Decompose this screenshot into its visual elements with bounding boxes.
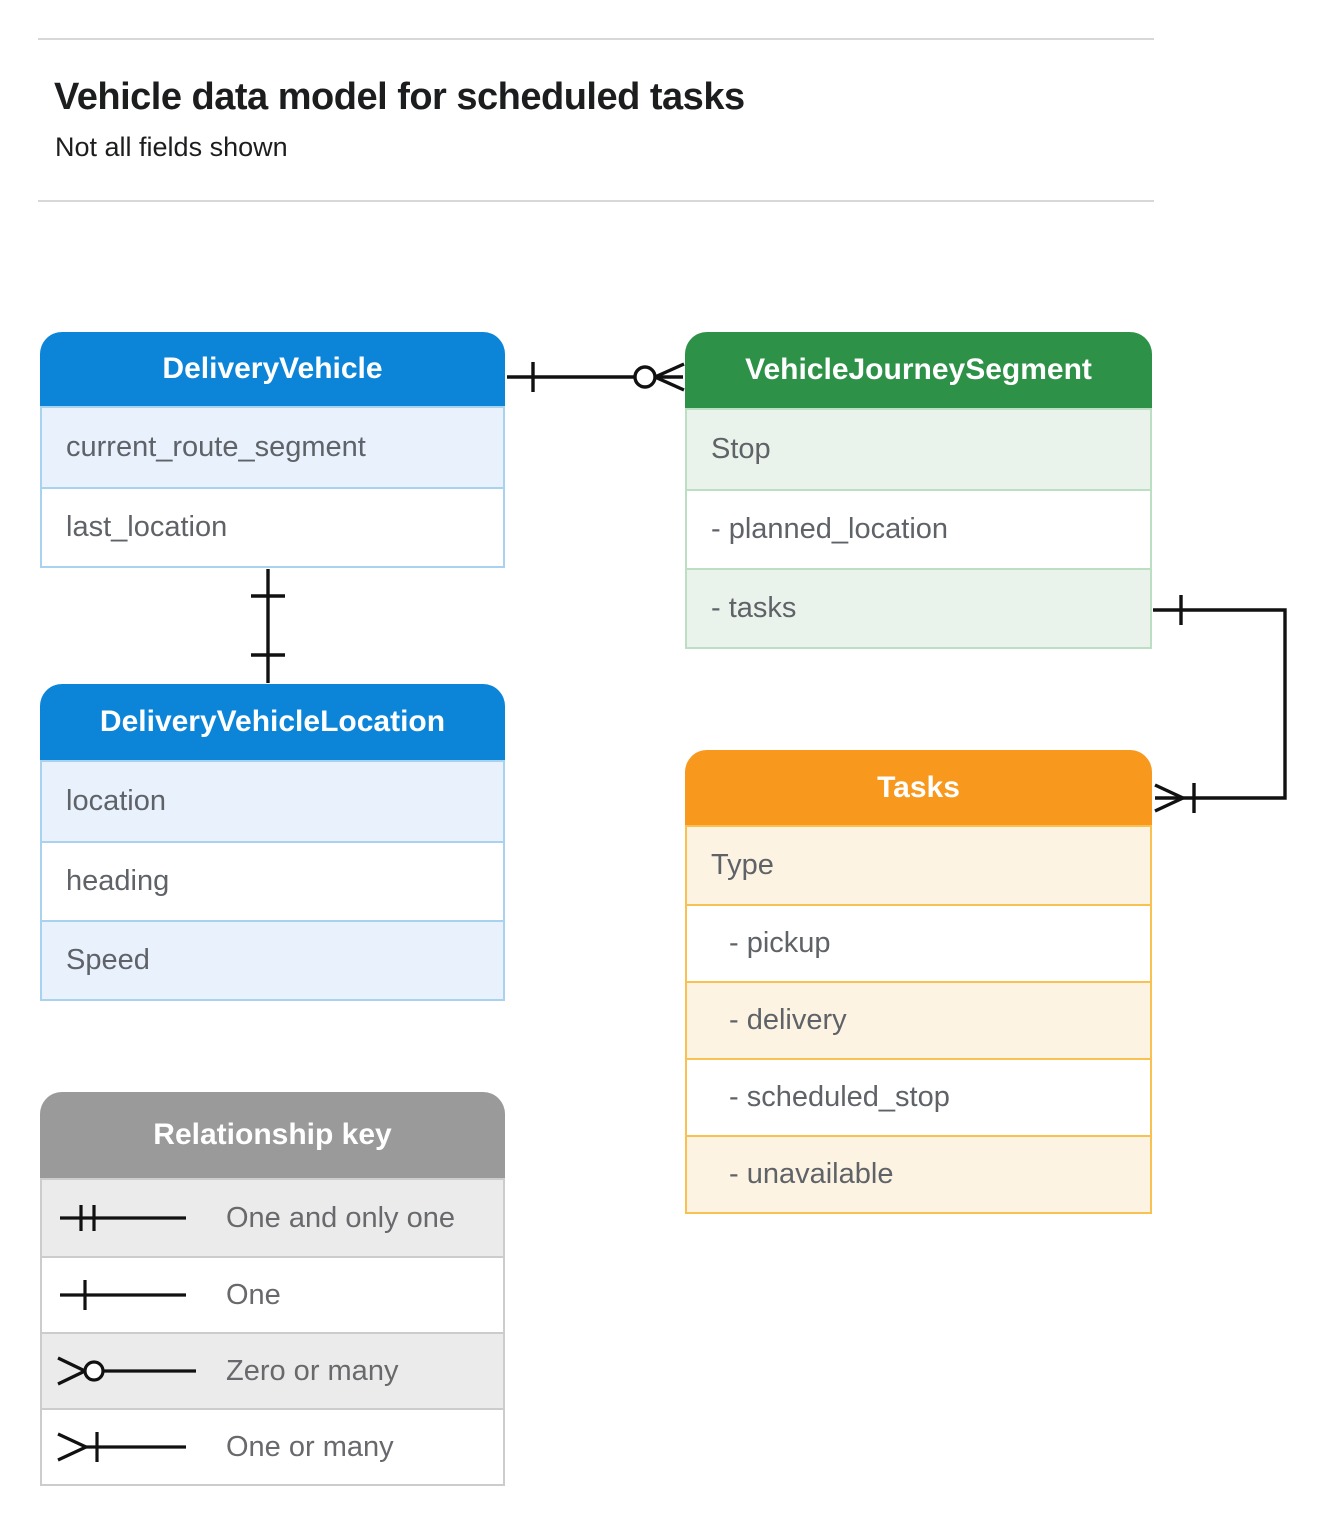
field-delivery: - delivery xyxy=(687,981,1150,1058)
relationship-key-legend: Relationship key One and only one One xyxy=(40,1092,505,1486)
connector-deliveryvehicle-vehiclejourneysegment xyxy=(507,362,685,392)
legend-item-one: One xyxy=(42,1256,503,1332)
one-or-many-icon xyxy=(57,1432,186,1462)
entity-vehicle-journey-segment-fields: Stop - planned_location - tasks xyxy=(685,408,1152,649)
legend-label: One and only one xyxy=(226,1201,455,1234)
zero-or-many-icon xyxy=(57,1356,196,1386)
legend-label: Zero or many xyxy=(226,1354,399,1387)
connector-vehiclejourneysegment-tasks xyxy=(1153,595,1287,813)
top-divider xyxy=(38,38,1154,40)
entity-vehicle-journey-segment: VehicleJourneySegment Stop - planned_loc… xyxy=(685,332,1152,649)
field-tasks: - tasks xyxy=(687,568,1150,647)
page-subtitle: Not all fields shown xyxy=(55,132,288,162)
legend-item-one-and-only-one: One and only one xyxy=(42,1180,503,1256)
field-current-route-segment: current_route_segment xyxy=(42,408,503,487)
field-pickup: - pickup xyxy=(687,904,1150,981)
field-speed: Speed xyxy=(42,920,503,999)
entity-delivery-vehicle: DeliveryVehicle current_route_segment la… xyxy=(40,332,505,568)
title-divider xyxy=(38,200,1154,202)
legend-item-zero-or-many: Zero or many xyxy=(42,1332,503,1408)
field-type: Type xyxy=(687,827,1150,904)
relationship-key-title: Relationship key xyxy=(40,1092,505,1178)
legend-item-one-or-many: One or many xyxy=(42,1408,503,1484)
field-planned-location: - planned_location xyxy=(687,489,1150,568)
legend-label: One or many xyxy=(226,1430,394,1463)
one-and-only-one-icon xyxy=(60,1205,186,1231)
field-last-location: last_location xyxy=(42,487,503,566)
entity-vehicle-journey-segment-title: VehicleJourneySegment xyxy=(685,332,1152,408)
legend-label: One xyxy=(226,1278,281,1311)
entity-tasks-fields: Type - pickup - delivery - scheduled_sto… xyxy=(685,825,1152,1214)
entity-tasks: Tasks Type - pickup - delivery - schedul… xyxy=(685,750,1152,1214)
one-icon xyxy=(60,1280,186,1310)
field-stop: Stop xyxy=(687,410,1150,489)
field-unavailable: - unavailable xyxy=(687,1135,1150,1212)
entity-tasks-title: Tasks xyxy=(685,750,1152,825)
field-scheduled-stop: - scheduled_stop xyxy=(687,1058,1150,1135)
entity-delivery-vehicle-title: DeliveryVehicle xyxy=(40,332,505,406)
field-heading: heading xyxy=(42,841,503,920)
connector-deliveryvehicle-deliveryvehiclelocation xyxy=(251,569,285,683)
page-title: Vehicle data model for scheduled tasks xyxy=(54,76,745,118)
field-location: location xyxy=(42,762,503,841)
entity-delivery-vehicle-location-title: DeliveryVehicleLocation xyxy=(40,684,505,760)
relationship-key-items: One and only one One Zero or many xyxy=(40,1178,505,1486)
entity-delivery-vehicle-location: DeliveryVehicleLocation location heading… xyxy=(40,684,505,1001)
entity-delivery-vehicle-fields: current_route_segment last_location xyxy=(40,406,505,568)
entity-delivery-vehicle-location-fields: location heading Speed xyxy=(40,760,505,1001)
